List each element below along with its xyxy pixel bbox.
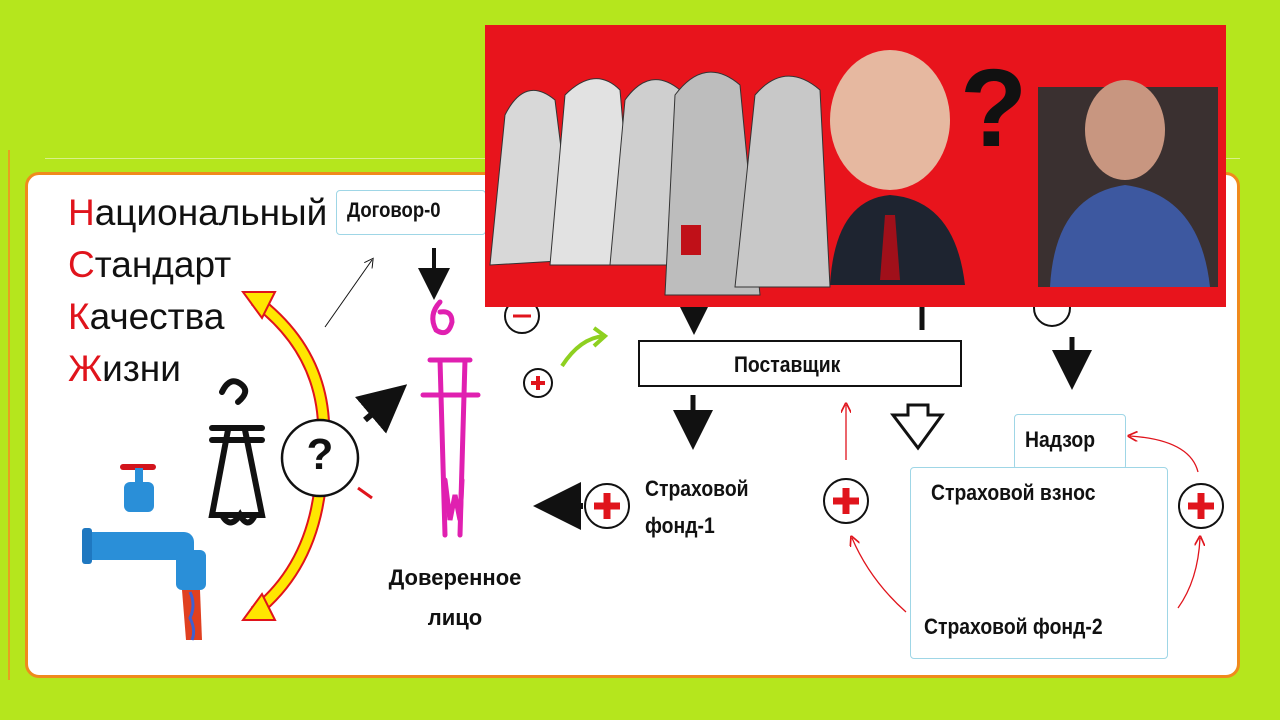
insurance-fund-1-line1: Страховой [645, 476, 749, 501]
acronym-line-4: Жизни [68, 343, 327, 395]
arrow-to-trustee-icon [355, 384, 408, 434]
acronym-title: Национальный Стандарт Качества Жизни [68, 187, 327, 395]
acronym-cap: Н [68, 192, 95, 233]
plus-circle-icon [584, 483, 630, 529]
insurance-fund-1-label: Страховой фонд-1 [645, 470, 749, 544]
insurance-fund-2-label: Страховой фонд-2 [924, 614, 1103, 639]
trustee-label: Доверенное лицо [380, 558, 530, 638]
red-arrow-icon [1130, 436, 1199, 473]
red-tick-mark [357, 486, 373, 500]
green-arrow-icon [560, 334, 605, 368]
red-arrow-icon [1177, 538, 1200, 609]
trustee-line2: лицо [427, 605, 483, 630]
acronym-rest: ачества [89, 296, 225, 337]
insurance-premium-label: Страховой взнос [931, 480, 1096, 505]
acronym-rest: изни [102, 348, 181, 389]
acronym-cap: Ж [68, 348, 103, 389]
trustee-figure-icon [420, 299, 481, 538]
insurance-fund-1-line2: фонд-1 [645, 513, 715, 538]
supervision-label: Надзор [1025, 427, 1096, 452]
plus-circle-icon [823, 478, 869, 524]
acronym-cap: К [68, 296, 90, 337]
question-mark-label: ? [306, 430, 334, 479]
contract-label: Договор-0 [347, 199, 441, 222]
acronym-rest: ациональный [94, 192, 328, 233]
supplier-box[interactable]: Поставщик [638, 340, 962, 387]
hollow-down-arrow-icon [889, 403, 945, 451]
photo-banner: ? [485, 25, 1226, 307]
trustee-line1: Доверенное [388, 565, 522, 590]
acronym-line-3: Качества [68, 291, 327, 343]
question-circle [280, 418, 360, 498]
portraits-image [489, 50, 1218, 296]
acronym-line-1: Национальный [68, 187, 327, 239]
plus-circle-small-icon [523, 368, 553, 398]
red-arrow-icon [852, 538, 907, 613]
water-tap-icon [82, 464, 206, 641]
acronym-line-2: Стандарт [68, 239, 327, 291]
contract-box[interactable]: Договор-0 [336, 190, 486, 235]
left-accent-line [8, 150, 10, 680]
acronym-rest: тандарт [94, 244, 232, 285]
supplier-label: Поставщик [734, 352, 841, 377]
insurance-premium-box[interactable]: Страховой взнос Страховой фонд-2 [910, 467, 1168, 659]
acronym-cap: С [68, 244, 95, 285]
plus-circle-icon [1178, 483, 1224, 529]
key-symbol-icon [208, 378, 266, 526]
supervision-box[interactable]: Надзор [1014, 414, 1126, 470]
banner-question-mark: ? [960, 47, 1028, 170]
thin-arrow-icon [324, 260, 372, 328]
